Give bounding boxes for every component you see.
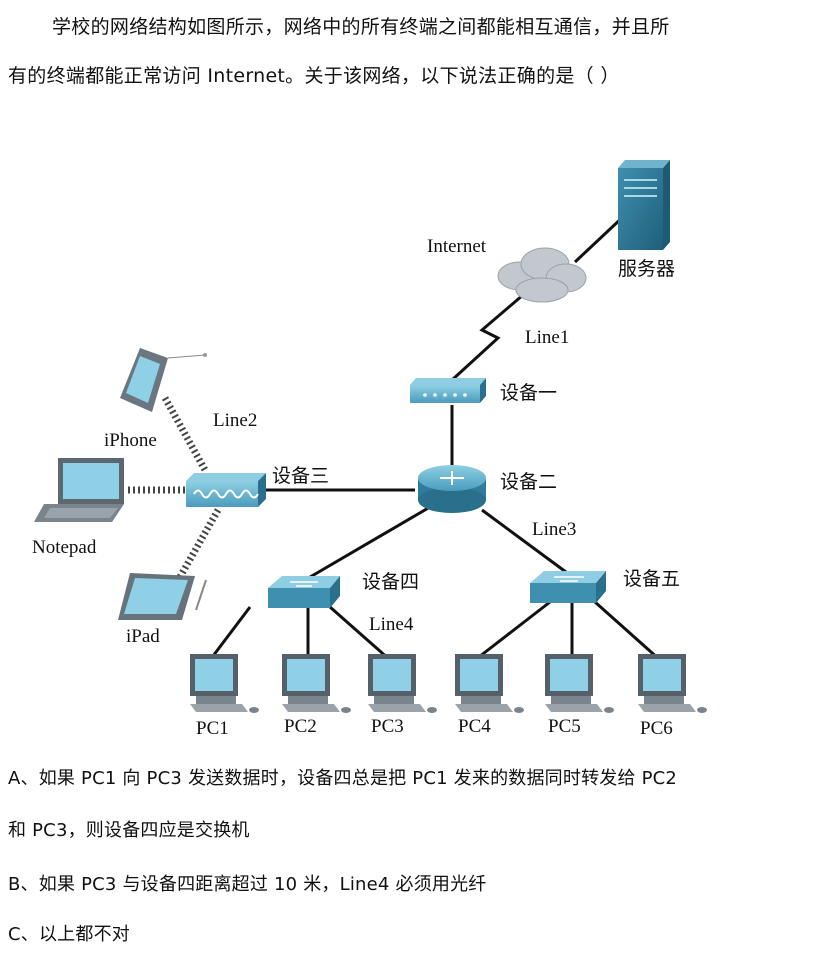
pc4-computer-icon — [455, 654, 524, 713]
label-device1: 设备一 — [500, 382, 557, 404]
device1-modem-icon — [410, 378, 486, 403]
internet-cloud-icon — [497, 247, 587, 303]
network-diagram: Internet 服务器 Line1 设备一 Line2 iPhone 设备三 … — [32, 160, 707, 739]
pc2-computer-icon — [282, 654, 351, 713]
pc5-computer-icon — [545, 654, 614, 713]
connections — [208, 213, 661, 662]
device2-device4-link — [304, 505, 431, 582]
iphone-icon — [120, 348, 207, 412]
server-icon — [618, 160, 670, 250]
label-iphone: iPhone — [104, 430, 157, 451]
label-pc5: PC5 — [548, 716, 581, 737]
label-line2: Line2 — [213, 410, 257, 431]
label-line4: Line4 — [369, 614, 414, 635]
option-c: C、以上都不对 — [8, 924, 130, 945]
label-internet: Internet — [427, 236, 487, 257]
label-device5: 设备五 — [623, 568, 680, 590]
option-b: B、如果 PC3 与设备四距离超过 10 米，Line4 必须用光纤 — [8, 874, 487, 895]
label-line3: Line3 — [532, 519, 576, 540]
label-device4: 设备四 — [362, 571, 419, 593]
ipad-icon — [118, 573, 207, 620]
option-a-line1: A、如果 PC1 向 PC3 发送数据时，设备四总是把 PC1 发来的数据同时转… — [8, 768, 678, 789]
label-device3: 设备三 — [272, 465, 329, 487]
line1-zigzag-link — [450, 293, 524, 382]
pc1-computer-icon — [190, 654, 259, 713]
label-ipad: iPad — [126, 626, 160, 647]
option-a-line2: 和 PC3，则设备四应是交换机 — [8, 820, 250, 841]
wireless-iphone-link — [161, 396, 209, 472]
label-line1: Line1 — [525, 327, 569, 348]
label-pc1: PC1 — [196, 718, 229, 739]
label-pc4: PC4 — [458, 716, 491, 737]
pc6-computer-icon — [638, 654, 707, 713]
question-text-line1: 学校的网络结构如图所示，网络中的所有终端之间都能相互通信，并且所 — [52, 16, 670, 38]
line3-link — [481, 508, 571, 577]
label-pc2: PC2 — [284, 716, 317, 737]
label-pc3: PC3 — [371, 716, 404, 737]
label-server: 服务器 — [618, 258, 675, 280]
notepad-laptop-icon — [34, 458, 124, 522]
question-text-line2: 有的终端都能正常访问 Internet。关于该网络，以下说法正确的是（ ） — [8, 65, 620, 87]
device5-switch-icon — [530, 571, 606, 603]
wireless-links — [128, 396, 222, 579]
pc3-computer-icon — [368, 654, 437, 713]
label-pc6: PC6 — [640, 718, 673, 739]
device2-router-icon — [418, 465, 486, 513]
device4-switch-icon — [268, 576, 340, 608]
label-device2: 设备二 — [500, 471, 557, 493]
wireless-ipad-link — [176, 508, 222, 579]
server-internet-link — [573, 213, 627, 264]
device3-access-point-icon — [186, 473, 266, 507]
label-notepad: Notepad — [32, 537, 97, 558]
